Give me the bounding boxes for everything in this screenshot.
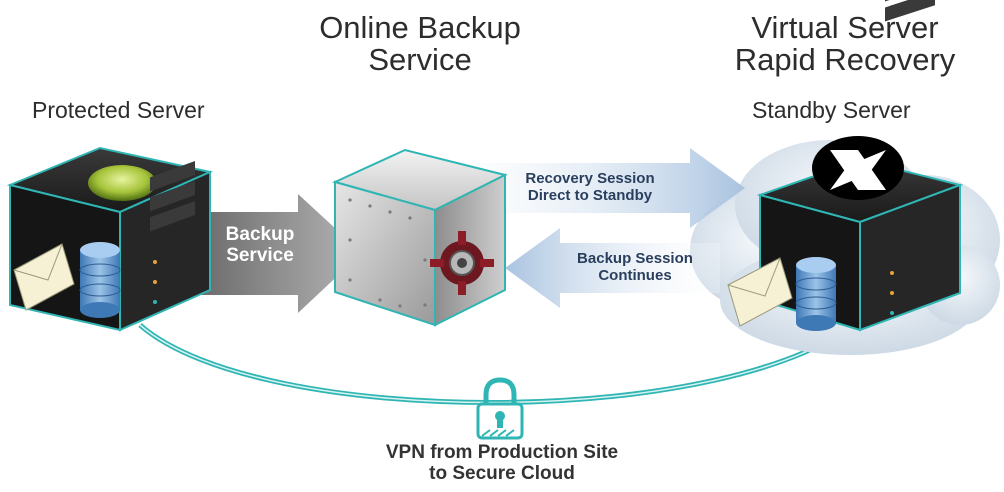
backup-service-arrow [200, 194, 362, 313]
recovery-session-arrow-label: Recovery Session Direct to Standby [500, 170, 680, 205]
database-icon-standby [795, 257, 837, 331]
backup-session-arrow [505, 228, 720, 308]
vpn-label-line2: to Secure Cloud [429, 463, 575, 485]
backup-session-label-line1: Backup Session [577, 250, 693, 267]
virtual-server-title-line1: Virtual Server [751, 10, 939, 45]
backup-session-label-line2: Continues [598, 266, 672, 284]
backup-service-label-line2: Service [226, 245, 294, 267]
standby-server-label: Standby Server [752, 97, 911, 123]
hypervisor-logo-icon [812, 136, 904, 200]
recovery-session-arrow [440, 148, 745, 228]
backup-service-arrow-label: Backup Service [205, 224, 315, 267]
online-backup-title-line2: Service [368, 41, 472, 77]
vpn-label: VPN from Production Site to Secure Cloud [300, 442, 704, 485]
database-icon [79, 242, 121, 318]
envelope-icon-standby [727, 257, 793, 327]
online-backup-title: Online Backup Service [280, 12, 560, 75]
standby-server-icon [756, 0, 964, 332]
protected-server-label: Protected Server [32, 97, 205, 123]
vault-icon [332, 148, 508, 327]
online-backup-title-line1: Online Backup [319, 10, 521, 45]
lock-icon [476, 377, 524, 440]
virtual-server-title: Virtual Server Rapid Recovery [700, 12, 990, 75]
vpn-label-line1: VPN from Production Site [385, 442, 619, 463]
backup-session-arrow-label: Backup Session Continues [555, 250, 715, 285]
backup-service-label-line1: Backup [225, 224, 295, 245]
envelope-icon [13, 243, 75, 311]
recovery-session-label-line1: Recovery Session [525, 170, 655, 187]
virtual-server-title-line2: Rapid Recovery [734, 41, 956, 77]
recovery-session-label-line2: Direct to Standby [527, 186, 653, 204]
